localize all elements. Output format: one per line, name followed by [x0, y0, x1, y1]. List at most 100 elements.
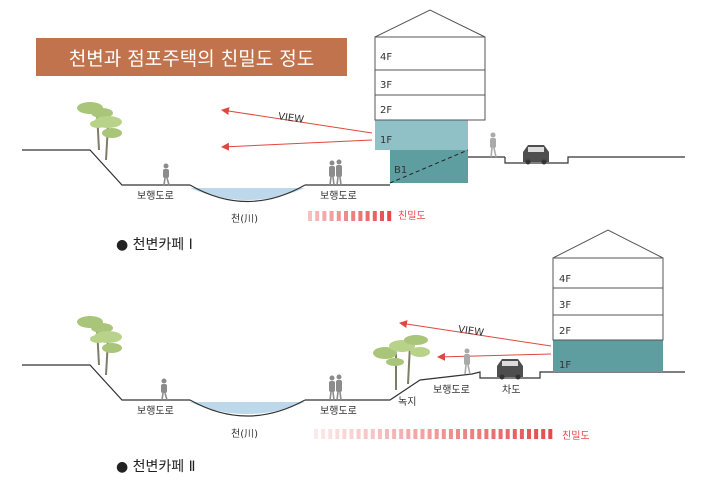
floor-label-2f-2: 2F [559, 326, 571, 337]
intimacy-segment [329, 211, 334, 221]
intimacy-segment [527, 429, 531, 439]
roof-1 [374, 9, 486, 38]
intimacy-segment [335, 429, 340, 439]
car-icon-1 [523, 145, 549, 165]
intimacy-segment [484, 429, 489, 439]
intimacy-bar-1 [308, 211, 392, 221]
intimacy-segment [441, 429, 446, 439]
pedestrian-upper-2 [464, 348, 471, 375]
floor-label-3f-2: 3F [559, 300, 571, 311]
pedestrians-right-2 [329, 374, 342, 401]
intimacy-segment [541, 429, 546, 439]
label-sidewalk-upper-2: 보행도로 [433, 384, 470, 396]
intimacy-segment [380, 211, 384, 221]
intimacy-segment [365, 211, 370, 221]
intimacy-segment [344, 211, 348, 221]
intimacy-segment [463, 429, 468, 439]
floor-label-4f-2: 4F [559, 274, 571, 285]
section-1: 4F 3F 2F 1F B1 VIEW [22, 9, 685, 253]
intimacy-segment [448, 429, 453, 439]
view-arrow-upper-2 [399, 320, 552, 347]
intimacy-segment [470, 429, 475, 439]
pedestrian-left-2 [161, 378, 168, 401]
intimacy-segment [434, 429, 439, 439]
caption-section-2: ● 천변카페 Ⅱ [116, 459, 196, 475]
label-sidewalk-right-2: 보행도로 [320, 405, 357, 417]
section-2: 4F 3F 2F 1F VIEW [22, 229, 685, 475]
pedestrians-right-1 [329, 159, 342, 186]
intimacy-segment [336, 211, 341, 221]
intimacy-segment [370, 429, 375, 439]
intimacy-segment [491, 429, 496, 439]
intimacy-segment [413, 429, 418, 439]
floor-label-1f-1: 1F [380, 135, 392, 146]
floor-label-4f-1: 4F [380, 52, 392, 63]
intimacy-segment [349, 429, 354, 439]
label-stream-1: 천(川) [231, 213, 258, 225]
floor-label-2f-1: 2F [380, 105, 392, 116]
floor-1f-2 [553, 340, 663, 372]
intimacy-segment [351, 211, 356, 221]
label-sidewalk-left-1: 보행도로 [137, 190, 174, 202]
intimacy-segment [512, 429, 517, 439]
view-arrow-lower-2 [437, 352, 552, 361]
roof-2 [552, 229, 664, 259]
floor-3f-1 [374, 69, 486, 96]
intimacy-segment [392, 429, 397, 439]
floor-label-1f-2: 1F [559, 360, 571, 371]
floor-label-b1-1: B1 [394, 165, 407, 176]
floor-4f-2 [552, 257, 664, 289]
intimacy-segment [356, 429, 361, 439]
intimacy-segment [321, 429, 326, 439]
intimacy-segment [548, 429, 553, 439]
pedestrian-left-1 [163, 163, 170, 186]
title-banner: 천변과 점포주택의 친밀도 정도 [36, 38, 347, 76]
label-road-2: 차도 [502, 384, 520, 396]
tree-1 [77, 102, 122, 161]
intimacy-segment [387, 211, 392, 221]
intimacy-segment [363, 429, 368, 439]
intimacy-segment [399, 429, 404, 439]
label-intimacy-1: 친밀도 [398, 210, 426, 222]
intimacy-segment [385, 429, 389, 439]
intimacy-segment [477, 429, 482, 439]
label-green-2: 녹지 [398, 396, 416, 408]
stream-water-2 [190, 402, 305, 414]
view-arrow-upper-1 [221, 107, 373, 134]
intimacy-segment [314, 429, 318, 439]
intimacy-segment [519, 429, 524, 439]
intimacy-segment [505, 429, 510, 439]
stream-bed-1 [189, 184, 306, 203]
intimacy-segment [427, 429, 432, 439]
label-sidewalk-left-2: 보행도로 [137, 405, 174, 417]
intimacy-segment [498, 429, 503, 439]
intimacy-segment [372, 211, 377, 221]
floor-label-3f-1: 3F [380, 80, 392, 91]
intimacy-bar-2 [314, 429, 553, 439]
floor-2f-1 [374, 94, 486, 121]
pedestrian-upper-1 [490, 132, 497, 158]
intimacy-segment [420, 429, 425, 439]
ground-line-1 [22, 149, 190, 186]
view-arrow-lower-1 [221, 139, 373, 151]
floor-4f-1 [374, 36, 486, 71]
floor-2f-2 [552, 314, 664, 341]
label-intimacy-2: 친밀도 [562, 430, 590, 442]
label-stream-2: 천(川) [231, 428, 258, 440]
page-title: 천변과 점포주택의 친밀도 정도 [68, 47, 315, 70]
intimacy-segment [406, 429, 411, 439]
intimacy-segment [328, 429, 333, 439]
intimacy-segment [534, 429, 539, 439]
floor-1f-1 [375, 120, 468, 150]
intimacy-segment [456, 429, 460, 439]
intimacy-segment [377, 429, 382, 439]
intimacy-segment [358, 211, 363, 221]
car-icon-2 [497, 359, 523, 380]
intimacy-segment [315, 211, 320, 221]
caption-section-1: ● 천변카페 Ⅰ [116, 237, 193, 253]
tree-2 [77, 316, 122, 376]
intimacy-segment [322, 211, 327, 221]
intimacy-segment [342, 429, 347, 439]
tree-green-2 [373, 335, 430, 390]
